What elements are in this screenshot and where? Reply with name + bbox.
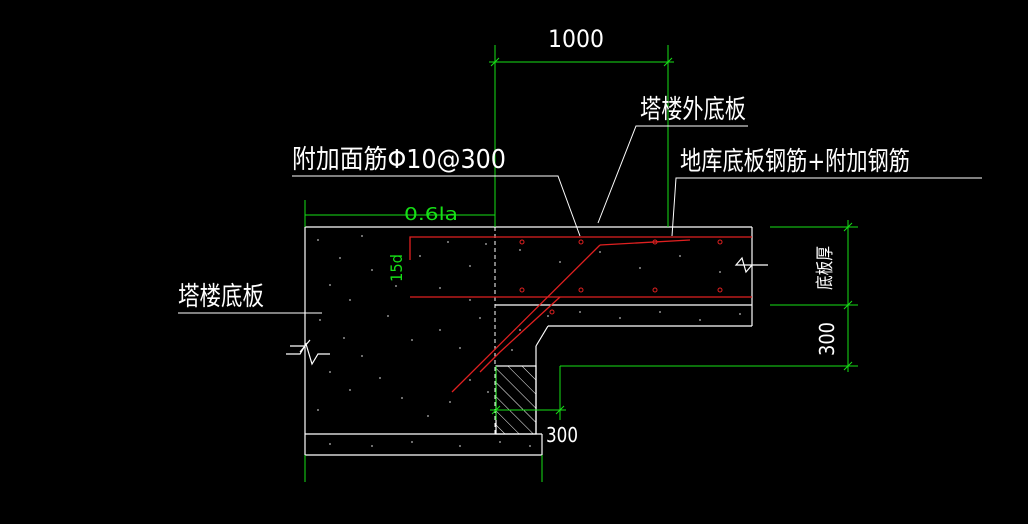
break-symbol-right <box>734 256 768 274</box>
top-rebar-with-hook <box>409 236 752 260</box>
additional-rebar-diagonal <box>599 239 691 246</box>
diagonal-rebar-upper <box>451 244 601 393</box>
dimensions <box>304 45 858 482</box>
additional-top-rebar-label: 附加面筋Φ10@300 <box>292 145 506 175</box>
rebar-dots <box>519 239 723 315</box>
hook-length-label: 15d <box>387 254 406 282</box>
dim-1000-label: 1000 <box>548 25 604 53</box>
break-symbol-left-zigzag <box>286 342 330 366</box>
dim-300-right-label: 300 <box>815 322 839 356</box>
break-symbol-left <box>290 339 311 362</box>
leader-outer-slab <box>597 125 748 224</box>
tower-outer-slab-label: 塔楼外底板 <box>640 95 746 125</box>
leader-basement-rebar <box>671 177 982 237</box>
leader-additional-rebar <box>292 175 581 237</box>
diagonal-rebar-lower <box>479 296 561 373</box>
dim-300-bottom-label: 300 <box>546 423 578 447</box>
anchor-length-label: 0.6la <box>404 204 458 225</box>
concrete-outline <box>304 226 753 456</box>
basement-slab-rebar-label: 地库底板钢筋+附加钢筋 <box>680 147 910 177</box>
rebar <box>409 236 752 393</box>
slab-thickness-label: 底板厚 <box>815 246 836 290</box>
leader-lines <box>178 125 982 314</box>
concrete-dots <box>317 235 741 447</box>
tower-slab-label: 塔楼底板 <box>178 282 264 312</box>
